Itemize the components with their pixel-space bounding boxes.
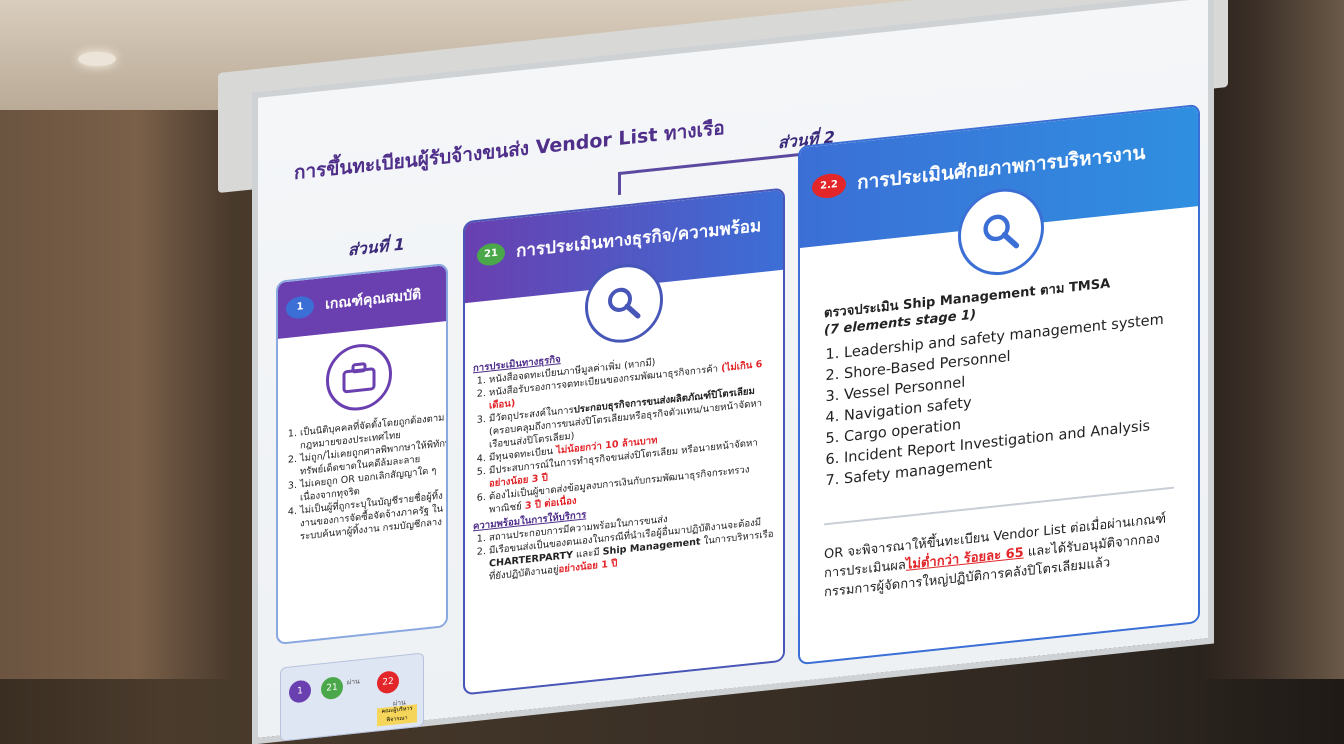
panel-2-title: การประเมินทางธุรกิจ/ความพร้อม bbox=[516, 216, 762, 262]
search-icon bbox=[958, 184, 1044, 280]
right-wall bbox=[1200, 0, 1344, 679]
flow-step-1: 1 bbox=[289, 679, 311, 704]
panel-3-badge: 2.2 bbox=[812, 172, 846, 200]
flow-approval-box: คณะผู้บริหารพิจารณา bbox=[377, 704, 417, 727]
panel-business-assessment: 21 การประเมินทางธุรกิจ/ความพร้อม การประเ… bbox=[463, 187, 785, 696]
flow-step-22: 22 bbox=[377, 670, 399, 695]
process-flow-thumbnail: 1 21 ผ่าน 22 ผ่าน คณะผู้บริหารพิจารณา bbox=[280, 652, 424, 742]
business-list: หนังสือจดทะเบียนภาษีมูลค่าเพิ่ม (หากมี) … bbox=[473, 344, 775, 519]
briefcase-icon bbox=[326, 340, 392, 414]
projected-slide: การขึ้นทะเบียนผู้รับจ้างขนส่ง Vendor Lis… bbox=[258, 0, 1208, 742]
panel-1-badge: 1 bbox=[286, 295, 314, 320]
qualification-list: เป็นนิติบุคคลที่จัดตั้งโดยถูกต้องตามกฎหม… bbox=[284, 411, 448, 546]
panel-3-title: การประเมินศักยภาพการบริหารงาน bbox=[857, 141, 1146, 194]
approval-note: OR จะพิจารณาให้ขึ้นทะเบียน Vendor List ต… bbox=[824, 511, 1167, 601]
flow-step-21: 21 bbox=[321, 675, 343, 701]
panel-qualifications: 1 เกณฑ์คุณสมบัติ เป็นนิติบุคคลที่จัดตั้ง… bbox=[276, 262, 448, 646]
business-criteria: การประเมินทางธุรกิจ หนังสือจดทะเบียนภาษี… bbox=[473, 331, 775, 586]
ceiling-light bbox=[78, 52, 116, 66]
panel-management-assessment: 2.2 การประเมินศักยภาพการบริหารงาน ตรวจปร… bbox=[798, 103, 1200, 666]
part-1-label: ส่วนที่ 1 bbox=[348, 234, 405, 260]
search-icon bbox=[585, 260, 663, 347]
panel-2-badge: 21 bbox=[477, 241, 505, 267]
left-wall bbox=[0, 110, 230, 679]
tmsa-elements-list: Leadership and safety management system … bbox=[824, 305, 1200, 492]
panel-1-header: 1 เกณฑ์คุณสมบัติ bbox=[278, 265, 446, 339]
flow-pass-label-1: ผ่าน bbox=[347, 677, 360, 687]
panel-1-title: เกณฑ์คุณสมบัติ bbox=[325, 286, 422, 313]
